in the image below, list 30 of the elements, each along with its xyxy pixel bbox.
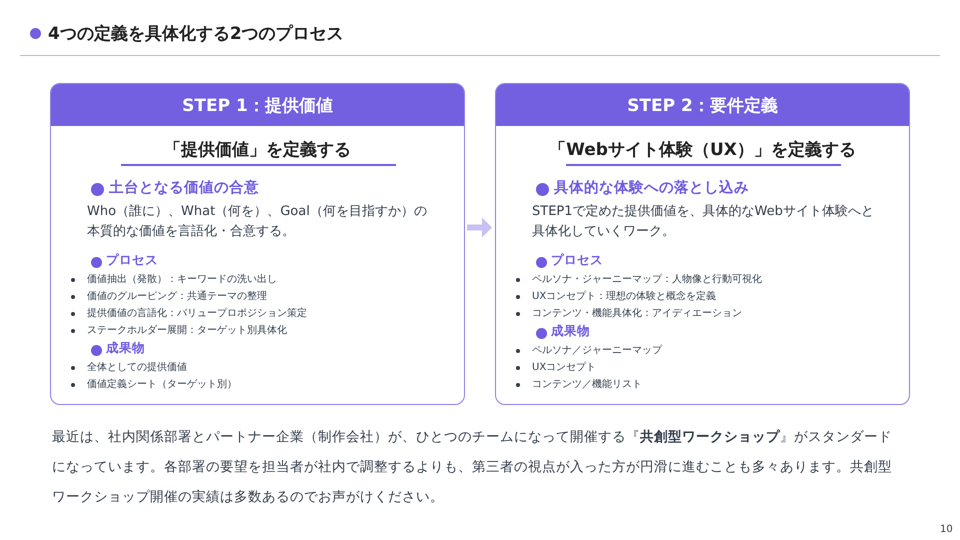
list-item: ペルソナ／ジャーニーマップ <box>532 344 662 357</box>
list-item: 価値抽出（発散）：キーワードの洗い出し <box>87 272 277 286</box>
list-item: コンテンツ／機能リスト <box>532 378 642 391</box>
section-heading: 土台となる価値の合意 <box>109 178 259 197</box>
description-text: Who（誰に）、What（何を）、Goal（何を目指すか）の本質的な価値を言語化・合意する。 <box>87 203 428 241</box>
subsection-heading: プロセス <box>106 252 158 269</box>
list-item: 価値定義シート（ターゲット別） <box>87 378 237 391</box>
list-item: コンテンツ・機能具体化：アイディエーション <box>532 306 742 320</box>
subtitle: 「提供価値」を定義する <box>164 140 351 160</box>
section-heading: 具体的な体験への落とし込み <box>554 178 749 197</box>
list-item: 提供価値の言語化：バリュープロポジション策定 <box>87 306 307 320</box>
list-item: ステークホルダー展開：ターゲット別具体化 <box>87 324 287 337</box>
subsection-heading: プロセス <box>551 252 603 269</box>
page-number: 10 <box>940 524 953 535</box>
slide-title: 4つの定義を具体化する2つのプロセス <box>48 23 344 45</box>
description-text: STEP1で定めた提供価値を、具体的なWebサイト体験へと具体化していくワーク。 <box>532 203 875 241</box>
arrow <box>467 218 492 238</box>
step-title: STEP 1：提供価値 <box>182 94 333 116</box>
list-item: ペルソナ・ジャーニーマップ：人物像と行動可視化 <box>532 272 762 286</box>
subsection-heading: 成果物 <box>106 340 145 357</box>
list-item: UXコンセプト <box>532 360 596 374</box>
list-item: 全体としての提供価値 <box>87 361 187 374</box>
step-title: STEP 2：要件定義 <box>627 94 778 116</box>
list-item: 価値のグルーピング：共通テーマの整理 <box>87 290 267 303</box>
subtitle: 「Webサイト体験（UX）」を定義する <box>549 140 856 160</box>
list-item: UXコンセプト：理想の体験と概念を定義 <box>532 290 716 303</box>
process-card <box>495 83 910 405</box>
subsection-heading: 成果物 <box>551 323 590 340</box>
body-paragraph: 最近は、社内関係部署とパートナー企業（制作会社）が、ひとつのチームになって開催する『共創型ワークショップ』がスタンダードになっています。各部署の要望を担当者が社内で調整するよりも、第三者の視点が入った方が円滑に進むことも多々あります。共創型ワークショップ開催の実績は多数あるのでお声がけください。 <box>52 428 893 507</box>
process-card <box>50 83 465 405</box>
